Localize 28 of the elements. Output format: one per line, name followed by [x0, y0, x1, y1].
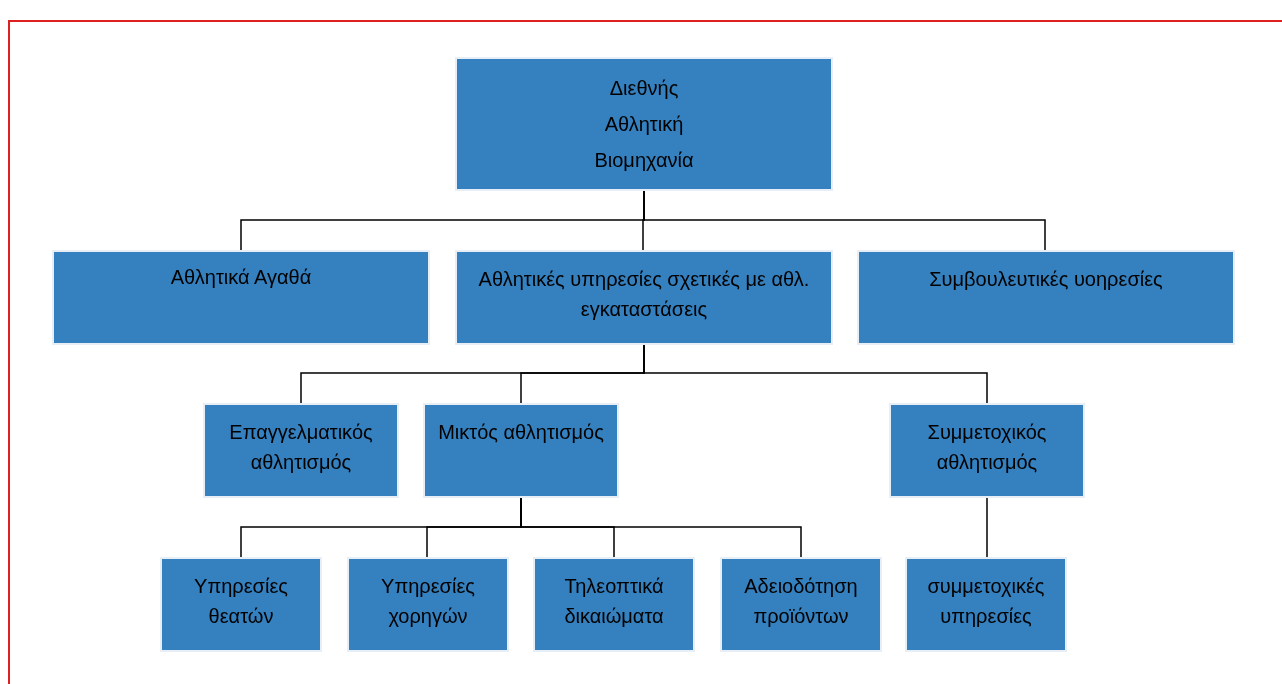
box-label: Αθλητικές υπηρεσίες σχετικές με αθλ. εγκαταστάσεις: [477, 267, 811, 322]
org-box: [423, 403, 619, 498]
box-label: Συμβουλευτικές υοηρεσίες: [929, 267, 1163, 292]
box-label: Αθλητικά Αγαθά: [170, 265, 312, 290]
connector-line: [643, 190, 1046, 251]
org-box: [455, 250, 833, 345]
connector-line: [643, 344, 988, 404]
box-label: Διεθνής Αθλητική Βιομηχανία: [593, 76, 695, 173]
connector-line: [520, 497, 802, 558]
box-label: Αδειοδότηση προϊόντων: [743, 574, 859, 629]
org-box: [720, 557, 882, 652]
box-label: συμμετοχικές υπηρεσίες: [926, 574, 1046, 629]
box-label: Μικτός αθλητισμός: [438, 420, 604, 445]
org-box: [533, 557, 695, 652]
org-box: [905, 557, 1067, 652]
org-box: [52, 250, 430, 345]
box-label: Υπηρεσίες χορηγών: [380, 574, 476, 629]
org-box: [160, 557, 322, 652]
org-box: [347, 557, 509, 652]
org-box: [889, 403, 1085, 498]
box-label: Συμμετοχικός αθλητισμός: [926, 420, 1048, 475]
box-label: Υπηρεσίες θεατών: [193, 574, 289, 629]
org-box: [455, 57, 833, 191]
org-box: [857, 250, 1235, 345]
org-box: [203, 403, 399, 498]
connector-line: [986, 497, 988, 558]
box-label: Επαγγελματικός αθλητισμός: [228, 420, 374, 475]
box-label: Τηλεοπτικά δικαιώματα: [563, 574, 665, 629]
